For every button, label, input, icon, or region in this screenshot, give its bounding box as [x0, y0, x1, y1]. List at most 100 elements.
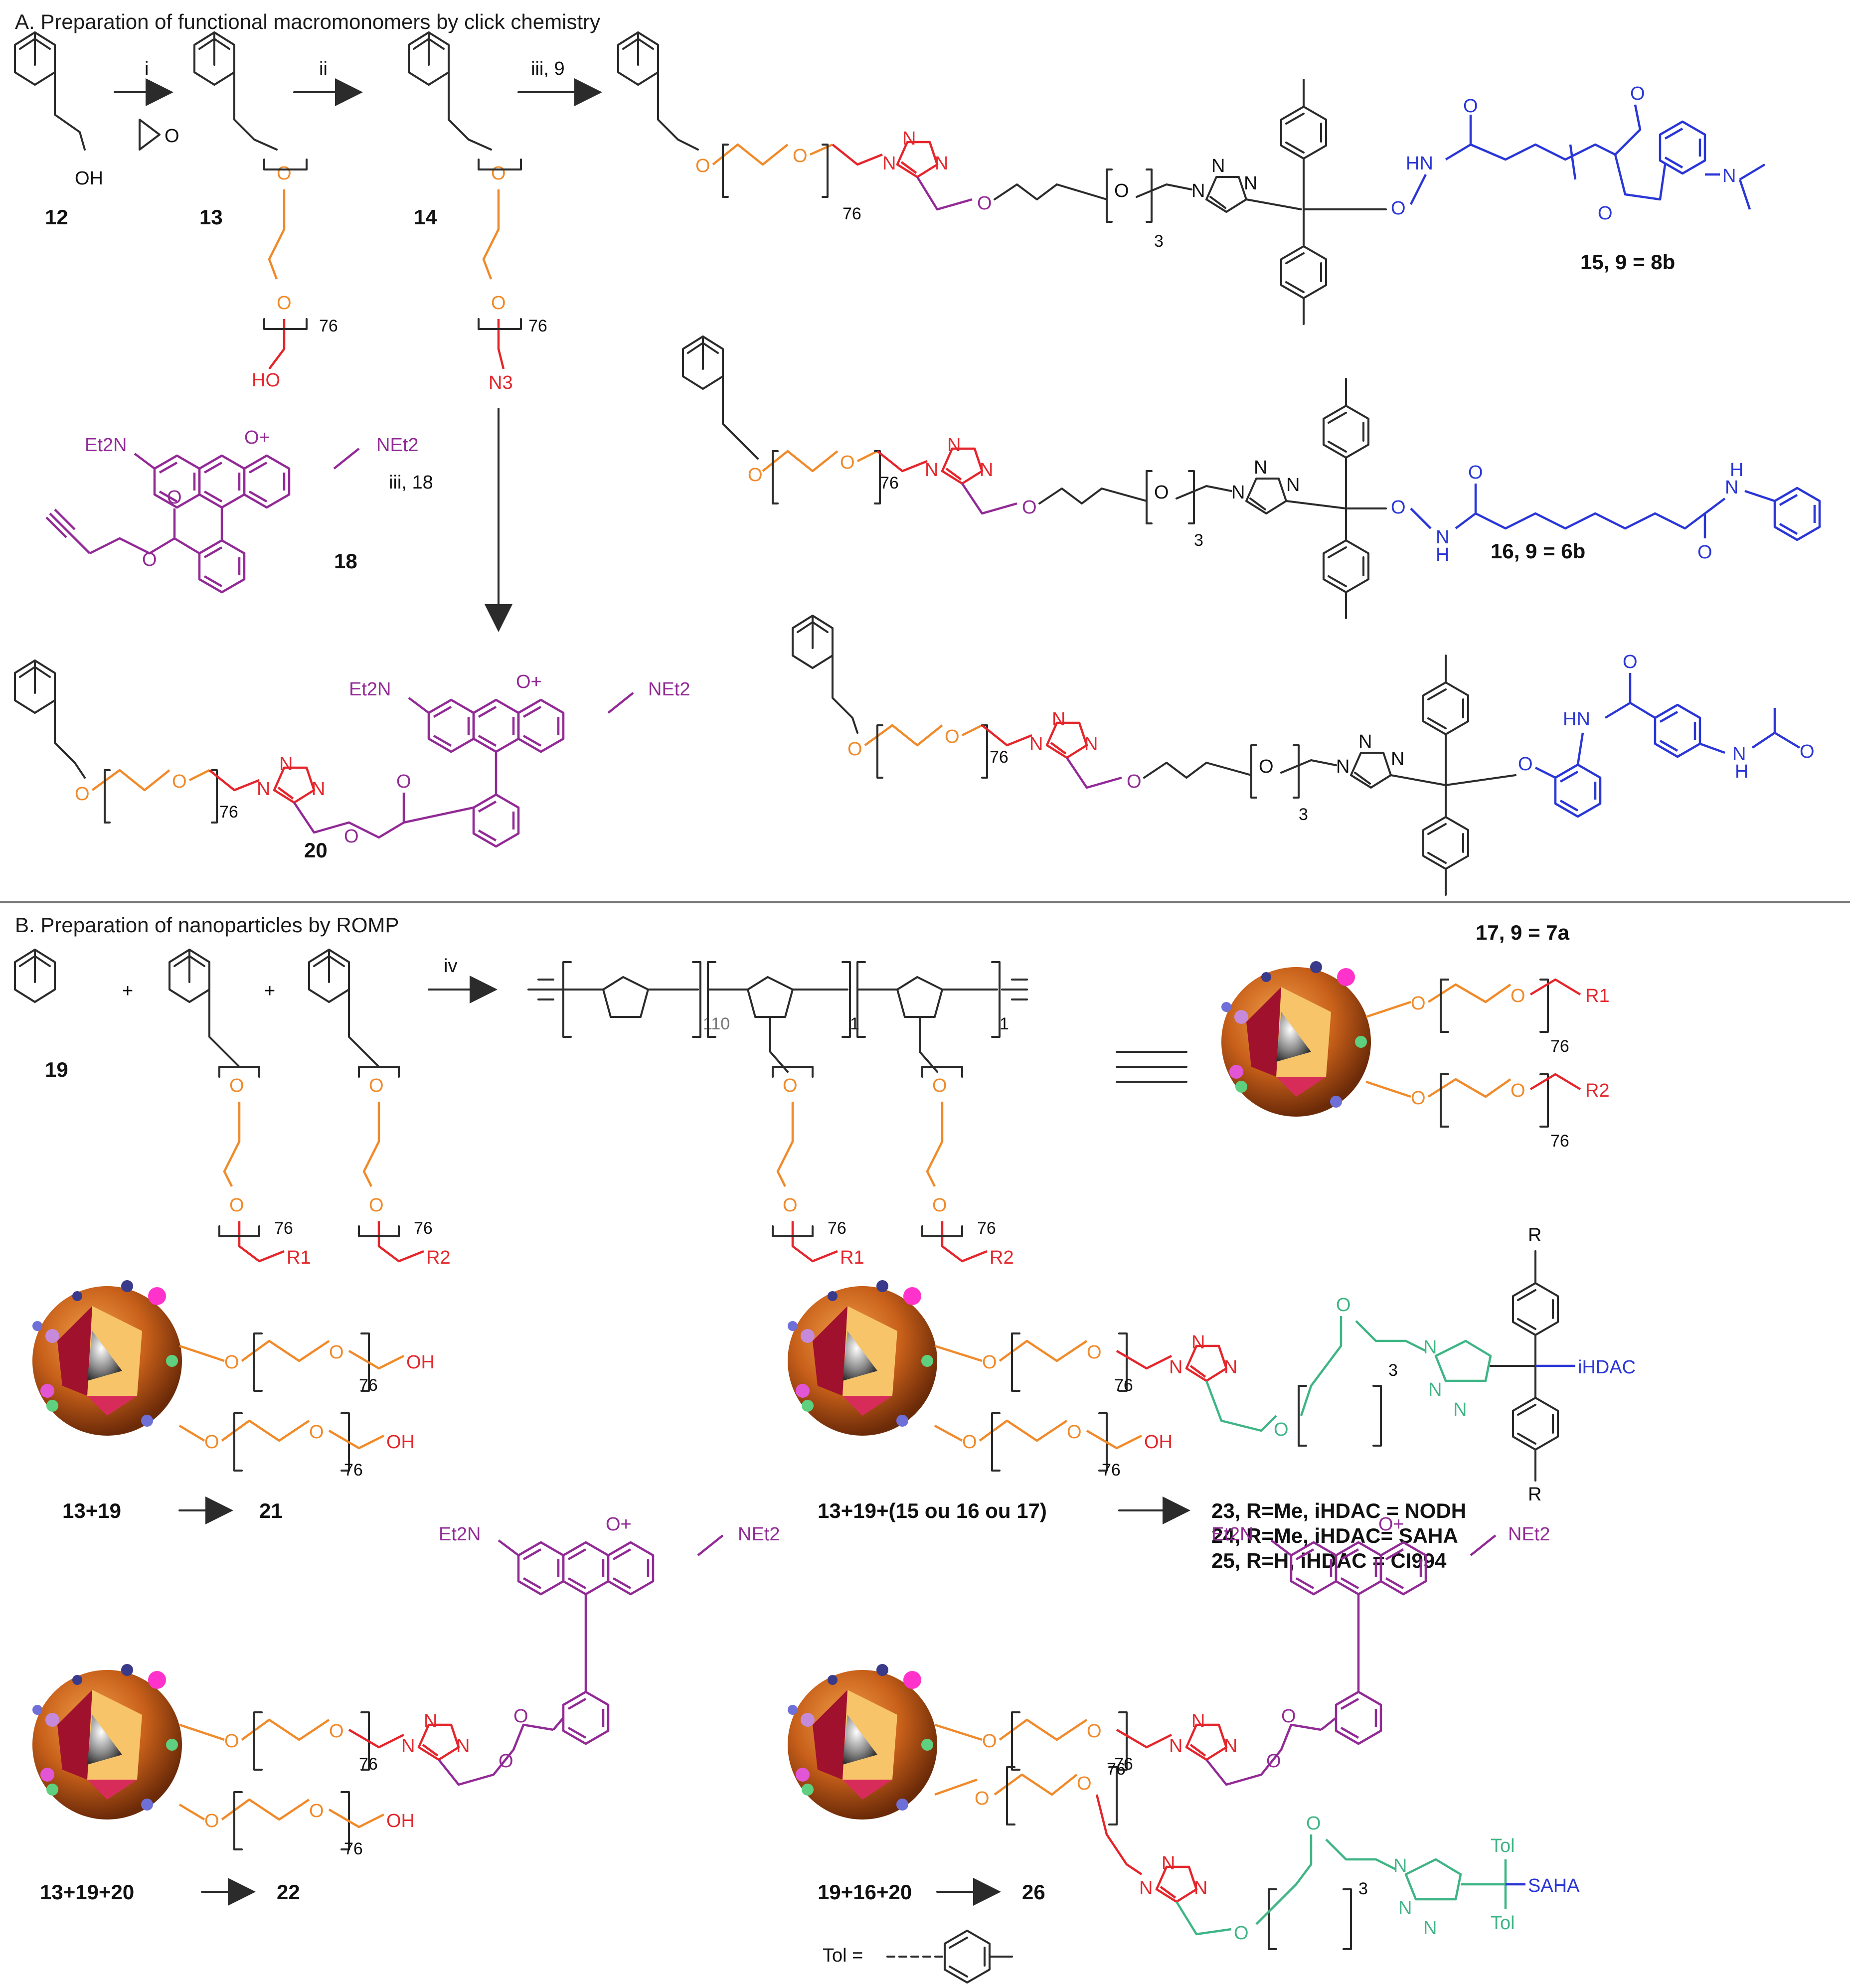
product-24: 24, R=Me, iHDAC= SAHA	[1211, 1524, 1458, 1547]
n76-np-a: 76	[1550, 1037, 1569, 1056]
net2-26: NEt2	[1508, 1524, 1550, 1545]
product-23: 23, R=Me, iHDAC = NODH	[1211, 1499, 1466, 1522]
o-r2a: O	[369, 1075, 384, 1096]
hn-15: HN	[1406, 153, 1433, 174]
et2n-20: Et2N	[349, 679, 391, 700]
n3-26: 3	[1358, 1879, 1368, 1898]
ihdac-23: iHDAC	[1578, 1357, 1636, 1378]
o-22d: O	[513, 1706, 528, 1727]
o-17f: O	[1623, 652, 1638, 672]
xanthene-mid-20	[474, 700, 518, 752]
o-16e: O	[1391, 497, 1406, 518]
aryl-23-bottom	[1512, 1397, 1559, 1451]
label-19: 19	[45, 1058, 68, 1081]
norbornene-13	[193, 31, 235, 86]
reagent-iii-18: iii, 18	[389, 472, 433, 493]
svg-text:+: +	[122, 981, 133, 1001]
n76-22a: 76	[359, 1755, 378, 1774]
o-26c: O	[1266, 1751, 1281, 1772]
o-poly-r1b: O	[783, 1195, 798, 1216]
svg-text:+: +	[264, 981, 275, 1001]
o-13b: O	[277, 293, 292, 314]
benzofuranone-15	[1660, 122, 1705, 173]
reagent-iii-9: iii, 9	[531, 58, 565, 79]
r1-np: R1	[1585, 986, 1610, 1006]
o-15c: O	[977, 193, 992, 214]
xanthene-mid-18	[199, 456, 244, 507]
norbornene-15	[617, 31, 659, 86]
o-26f: O	[1077, 1773, 1092, 1794]
n-23b: N	[1191, 1332, 1205, 1353]
et2n-26: Et2N	[1211, 1524, 1253, 1545]
o-17a: O	[847, 739, 862, 760]
norbornene-r1	[168, 949, 210, 1003]
n76-21a: 76	[359, 1376, 378, 1395]
o-poly-r2b: O	[932, 1195, 947, 1216]
oh-21a: OH	[406, 1352, 435, 1373]
o-18b: O	[142, 549, 157, 570]
norbornene-r2	[308, 949, 350, 1003]
n-15b: N	[902, 128, 916, 149]
o-16b: O	[840, 452, 855, 473]
xanthene-right-20	[518, 700, 563, 752]
n76-23a: 76	[1114, 1376, 1133, 1395]
n1-b: 1	[1000, 1014, 1009, 1033]
tolyl-17-top	[1422, 681, 1469, 735]
n76-17: 76	[990, 748, 1009, 767]
oplus-26: O+	[1378, 1514, 1404, 1535]
r2-monomer: R2	[426, 1247, 451, 1268]
o-15g: O	[1630, 83, 1645, 104]
xanthene-left-20	[429, 700, 474, 752]
norbornene-12	[14, 31, 56, 86]
r2-np: R2	[1585, 1080, 1610, 1101]
section-b-title: B. Preparation of nanoparticles by ROMP	[15, 913, 399, 937]
o-17g: O	[1800, 741, 1815, 762]
n3-23: 3	[1388, 1361, 1398, 1380]
n-26g: N	[1393, 1855, 1407, 1876]
o-18a: O	[167, 487, 182, 508]
aminophenyl-17	[1555, 765, 1600, 817]
n-20c: N	[312, 779, 325, 800]
n-15e: N	[1211, 156, 1225, 176]
tolyl-16-top	[1323, 405, 1369, 459]
label-26: 26	[1022, 1880, 1045, 1904]
n-15c: N	[935, 153, 948, 174]
nanoparticle-23	[788, 1280, 937, 1436]
n-16a: N	[925, 460, 938, 481]
o-20c: O	[396, 771, 411, 792]
o-23b: O	[1087, 1342, 1102, 1363]
r1-monomer: R1	[287, 1247, 311, 1268]
xanthene-mid-22	[563, 1542, 608, 1594]
o-26a: O	[982, 1731, 997, 1752]
label-17: 17, 9 = 7a	[1476, 921, 1570, 944]
phenyl-16	[1775, 488, 1820, 540]
o-15h: O	[1598, 203, 1613, 224]
o-r2b: O	[369, 1195, 384, 1216]
o-16g: O	[1697, 542, 1712, 563]
reagent-i: i	[145, 58, 149, 79]
tolyl-15-bottom	[1280, 245, 1327, 299]
o-np-d: O	[1511, 1080, 1525, 1101]
label-21: 21	[259, 1499, 283, 1522]
label-12: 12	[45, 205, 68, 229]
reagent-ii: ii	[319, 58, 328, 79]
n-26a: N	[1169, 1736, 1182, 1757]
n76-23b: 76	[1102, 1461, 1121, 1480]
oplus-18: O+	[244, 427, 270, 448]
n-17g: N	[1732, 744, 1746, 765]
r-23-top: R	[1528, 1225, 1541, 1246]
nanoparticle-22	[32, 1664, 182, 1820]
n3-16: 3	[1194, 531, 1203, 550]
o-23f: O	[962, 1432, 977, 1453]
o-23e: O	[1336, 1295, 1351, 1316]
hn-17: HN	[1563, 709, 1590, 730]
n76-np-b: 76	[1550, 1132, 1569, 1151]
norbornene-19	[14, 949, 56, 1003]
o-22a: O	[224, 1731, 239, 1752]
n-17a: N	[1029, 734, 1043, 755]
n-16d: N	[1231, 482, 1245, 503]
o-15a: O	[695, 156, 710, 176]
n76-poly-r1: 76	[828, 1219, 846, 1238]
o-17d: O	[1259, 756, 1274, 777]
reaction-22: 13+19+20	[40, 1880, 134, 1904]
